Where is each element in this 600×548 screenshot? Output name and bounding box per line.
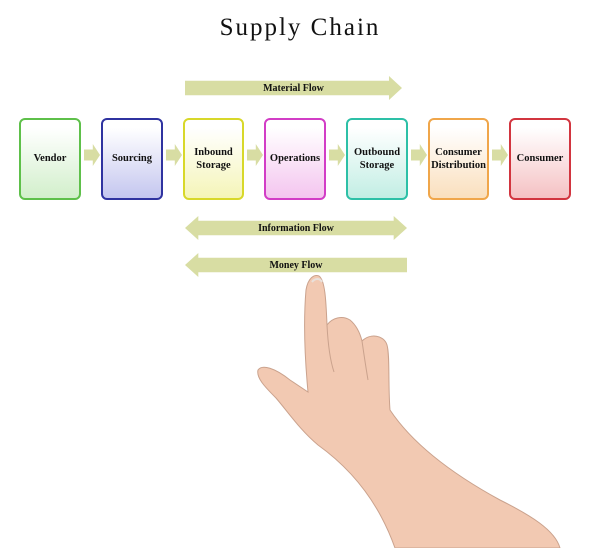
- stage-label: Inbound Storage: [194, 146, 233, 171]
- diagram-title: Supply Chain: [219, 14, 381, 41]
- stage-sourcing: Sourcing: [101, 118, 163, 200]
- chevron-arrow-icon: [166, 144, 182, 166]
- stage-vendor: Vendor: [19, 118, 81, 200]
- material-flow-label: Material Flow: [263, 82, 324, 94]
- stage-operations: Operations: [264, 118, 326, 200]
- money-flow-label: Money Flow: [269, 259, 323, 271]
- information-flow-label: Information Flow: [258, 222, 334, 234]
- stage-label: Outbound Storage: [353, 146, 401, 171]
- stage-label: Consumer: [516, 153, 564, 165]
- stage-consumer-distribution: Consumer Distribution: [428, 118, 489, 200]
- stage-label: Operations: [269, 153, 321, 165]
- stage-label: Vendor: [33, 153, 67, 165]
- stage-consumer: Consumer: [509, 118, 571, 200]
- stage-label: Consumer Distribution: [431, 146, 486, 171]
- stage-inbound-storage: Inbound Storage: [183, 118, 244, 200]
- chevron-arrow-icon: [329, 144, 345, 166]
- stage-label: Sourcing: [111, 153, 153, 165]
- chevron-arrow-icon: [84, 144, 100, 166]
- chevron-arrow-icon: [247, 144, 263, 166]
- chevron-arrow-icon: [411, 144, 427, 166]
- stage-outbound-storage: Outbound Storage: [346, 118, 408, 200]
- chevron-arrow-icon: [492, 144, 508, 166]
